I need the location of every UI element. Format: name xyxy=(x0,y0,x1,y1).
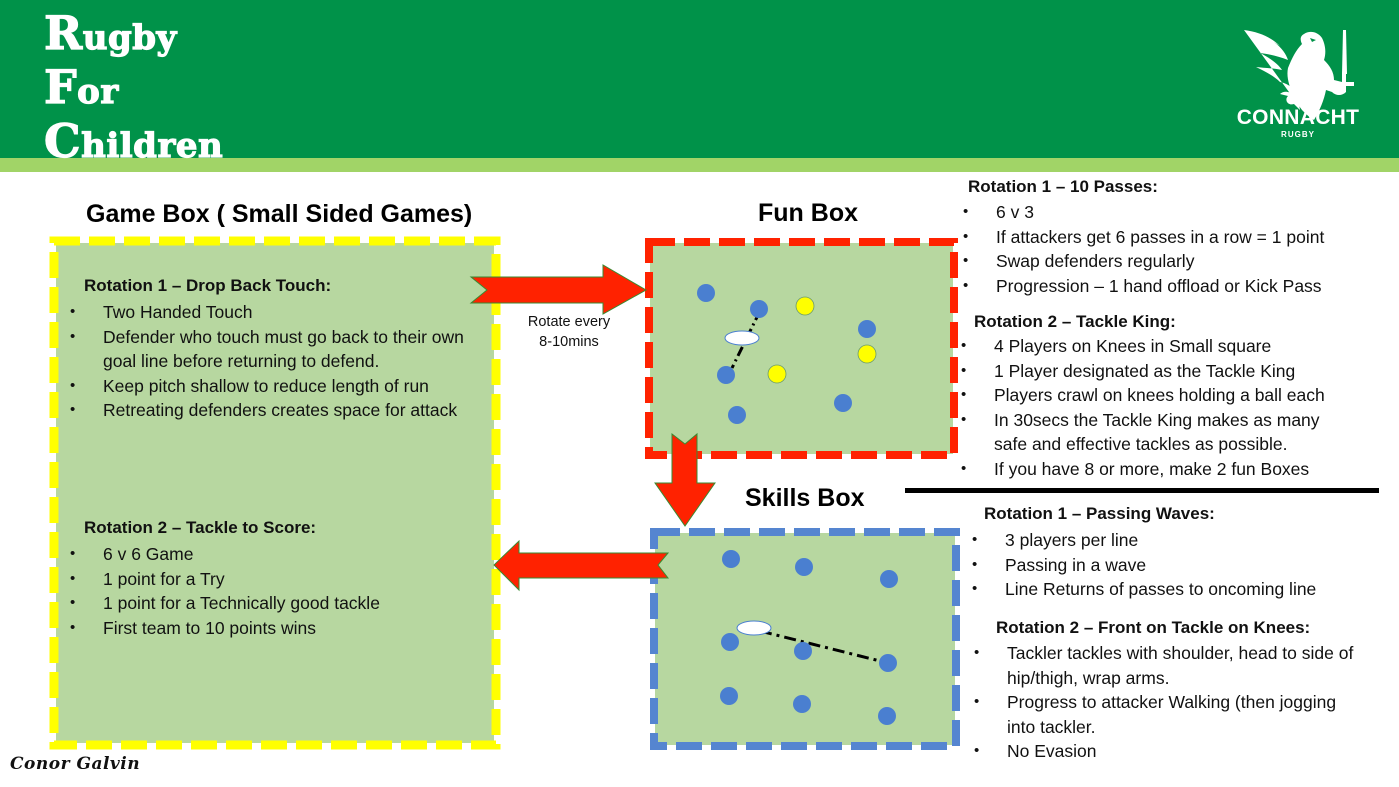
player-blue xyxy=(722,550,740,568)
pass-line xyxy=(759,629,889,665)
title-cap: C xyxy=(43,114,82,168)
list-item: 3 players per line xyxy=(972,528,1392,553)
fun-box-title: Fun Box xyxy=(758,199,858,227)
fun-rotation1-heading: Rotation 1 – 10 Passes: xyxy=(968,177,1158,196)
pass-line xyxy=(730,310,762,369)
list-item: 4 Players on Knees in Small square xyxy=(961,334,1351,359)
player-blue xyxy=(750,300,768,318)
list-item: In 30secs the Tackle King makes as many … xyxy=(961,408,1351,457)
player-yellow xyxy=(795,296,815,316)
player-blue xyxy=(697,284,715,302)
rotate-note-line2: 8-10mins xyxy=(539,334,599,350)
fun-rotation2-heading: Rotation 2 – Tackle King: xyxy=(974,312,1176,331)
rugby-ball xyxy=(736,620,772,636)
skills-box-pitch xyxy=(650,528,960,750)
skills-rotation2-heading: Rotation 2 – Front on Tackle on Knees: xyxy=(996,618,1311,637)
list-item: Two Handed Touch xyxy=(70,300,470,325)
player-blue xyxy=(794,642,812,660)
player-blue xyxy=(717,366,735,384)
skills-rotation1-list: 3 players per line Passing in a wave Lin… xyxy=(972,528,1392,602)
player-blue xyxy=(879,654,897,672)
game-rotation2-list: 6 v 6 Game 1 point for a Try 1 point for… xyxy=(70,542,470,640)
game-rotation1-heading: Rotation 1 – Drop Back Touch: xyxy=(84,276,332,295)
player-yellow xyxy=(857,344,877,364)
game-rotation1-list: Two Handed Touch Defender who touch must… xyxy=(70,300,470,423)
list-item: Players crawl on knees holding a ball ea… xyxy=(961,383,1351,408)
game-rotation2-heading: Rotation 2 – Tackle to Score: xyxy=(84,518,317,537)
list-item: Progression – 1 hand offload or Kick Pas… xyxy=(963,274,1393,299)
logo-sub: RUGBY xyxy=(1281,130,1315,139)
list-item: 1 point for a Technically good tackle xyxy=(70,591,470,616)
rugby-ball xyxy=(724,330,760,346)
fun-rotation1-list: 6 v 3 If attackers get 6 passes in a row… xyxy=(963,200,1393,298)
player-blue xyxy=(880,570,898,588)
list-item: First team to 10 points wins xyxy=(70,616,470,641)
title-line-children: Children xyxy=(43,117,224,166)
header-stripe xyxy=(0,158,1399,172)
player-blue xyxy=(834,394,852,412)
skills-box xyxy=(650,528,960,750)
list-item: If attackers get 6 passes in a row = 1 p… xyxy=(963,225,1393,250)
arrow-left-icon xyxy=(493,539,670,592)
player-blue xyxy=(720,687,738,705)
arrow-right-icon xyxy=(469,264,648,315)
player-blue xyxy=(795,558,813,576)
list-item: 1 point for a Try xyxy=(70,567,470,592)
list-item: If you have 8 or more, make 2 fun Boxes xyxy=(961,457,1351,482)
title-cap: F xyxy=(43,60,78,114)
list-item: No Evasion xyxy=(974,739,1364,764)
list-item: Defender who touch must go back to their… xyxy=(70,325,470,374)
fun-box-pitch xyxy=(645,238,958,459)
header-banner xyxy=(0,0,1399,158)
list-item: Swap defenders regularly xyxy=(963,249,1393,274)
game-box-title: Game Box ( Small Sided Games) xyxy=(86,200,473,228)
logo-name: CONNACHT xyxy=(1236,106,1360,129)
skills-box-title: Skills Box xyxy=(745,484,865,512)
skills-rotation2-list: Tackler tackles with shoulder, head to s… xyxy=(974,641,1364,764)
title-line-rugby: Rugby xyxy=(43,9,177,58)
title-rest: or xyxy=(77,72,119,112)
title-rest: hildren xyxy=(81,126,224,166)
list-item: Keep pitch shallow to reduce length of r… xyxy=(70,374,470,399)
player-blue xyxy=(721,633,739,651)
list-item: Line Returns of passes to oncoming line xyxy=(972,577,1392,602)
title-line-for: For xyxy=(43,63,119,112)
list-item: 6 v 3 xyxy=(963,200,1393,225)
fun-box xyxy=(645,238,958,459)
skills-rotation1-heading: Rotation 1 – Passing Waves: xyxy=(984,504,1215,523)
list-item: 1 Player designated as the Tackle King xyxy=(961,359,1351,384)
eagle-sword-icon xyxy=(1244,30,1354,120)
title-rest: ugby xyxy=(82,18,177,58)
player-blue xyxy=(858,320,876,338)
title-cap: R xyxy=(43,6,83,60)
list-item: Retreating defenders creates space for a… xyxy=(70,398,470,423)
section-divider xyxy=(905,488,1379,493)
rotate-note: Rotate every 8-10mins xyxy=(514,312,624,352)
fun-rotation2-list: 4 Players on Knees in Small square 1 Pla… xyxy=(961,334,1351,481)
list-item: Tackler tackles with shoulder, head to s… xyxy=(974,641,1364,690)
player-yellow xyxy=(767,364,787,384)
list-item: 6 v 6 Game xyxy=(70,542,470,567)
player-blue xyxy=(793,695,811,713)
author-signature: Conor Galvin xyxy=(10,754,141,774)
player-blue xyxy=(878,707,896,725)
list-item: Passing in a wave xyxy=(972,553,1392,578)
player-blue xyxy=(728,406,746,424)
list-item: Progress to attacker Walking (then joggi… xyxy=(974,690,1364,739)
rotate-note-line1: Rotate every xyxy=(527,314,611,330)
